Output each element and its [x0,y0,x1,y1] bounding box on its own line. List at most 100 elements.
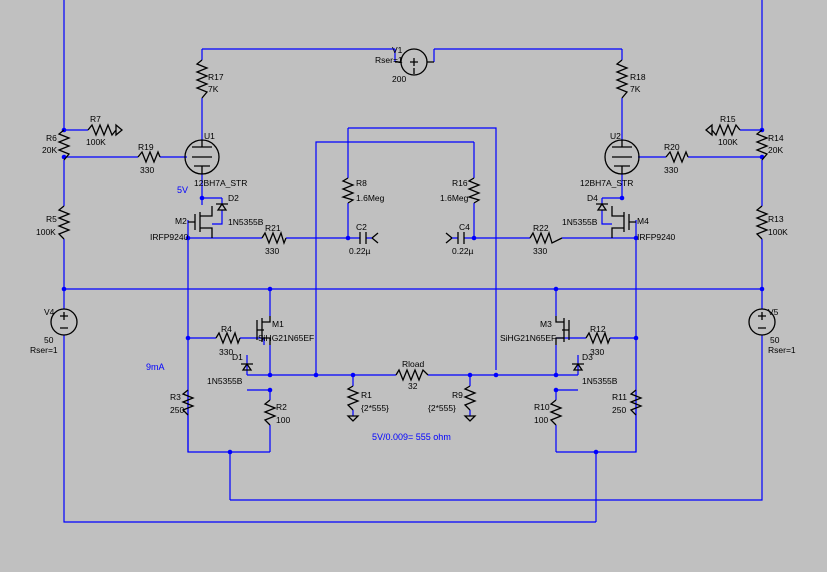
label-r2: R2 [276,402,287,412]
label-r10: R10 [534,402,550,412]
label-r4-val: 330 [219,347,233,357]
label-r10-val: 100 [534,415,548,425]
diode-d3 [572,362,584,371]
label-d4: D4 [587,193,598,203]
label-v1-val: 200 [392,74,406,84]
label-d1: D1 [232,352,243,362]
label-v4-val: 50 [44,335,54,345]
resistor-r19 [137,150,161,164]
label-u2: U2 [610,131,621,141]
label-m1: M1 [272,319,284,329]
label-r6: R6 [46,133,57,143]
label-r2-val: 100 [276,415,290,425]
wires [63,0,763,523]
label-r14-val: 20K [768,145,783,155]
label-c4-val: 0.22µ [452,246,474,256]
label-rload-val: 32 [408,381,418,391]
label-m4: M4 [637,216,649,226]
tube-u2 [604,139,640,175]
resistor-r13 [755,205,769,240]
resistor-r18 [615,59,629,99]
label-r5-val: 100K [36,227,56,237]
mosfet-m4 [611,206,636,238]
label-r11: R11 [612,392,627,402]
capacitor-c4 [445,232,465,244]
label-v1: V1 [392,45,403,55]
label-r7: R7 [90,114,101,124]
label-m3-model: SiHG21N65EF [500,333,556,343]
note-5v: 5V [177,185,188,195]
resistor-r5 [57,205,71,240]
label-r13: R13 [768,214,784,224]
label-c2: C2 [356,222,367,232]
label-d3: D3 [582,352,593,362]
resistor-r14 [755,129,769,161]
label-c2-val: 0.22µ [349,246,371,256]
resistor-r9 [463,385,477,422]
annotations: 5V 9mA 5V/0.009= 555 ohm [146,185,451,442]
label-r14: R14 [768,133,784,143]
resistor-r7 [87,123,124,137]
label-r16-val: 1.6Meg [440,193,469,203]
label-r6-val: 20K [42,145,57,155]
label-r20-val: 330 [664,165,678,175]
label-r7-val: 100K [86,137,106,147]
resistor-r21 [261,231,287,245]
resistor-r11 [629,389,643,416]
resistor-r1 [346,385,360,422]
diode-d2 [216,202,228,211]
label-r18-val: 7K [630,84,641,94]
label-r3: R3 [170,392,181,402]
tube-u1 [184,139,220,175]
label-m1-model: SiHG21N65EF [258,333,314,343]
label-m3: M3 [540,319,552,329]
resistor-r2 [263,399,277,426]
label-v1-rser: Rser=1 [375,55,403,65]
resistor-r15 [704,123,741,137]
label-r16: R16 [452,178,468,188]
label-r12: R12 [590,324,606,334]
label-d2-model: 1N5355B [228,217,264,227]
label-r3-val: 250 [170,405,184,415]
label-d4-model: 1N5355B [562,217,598,227]
label-r21-val: 330 [265,246,279,256]
label-r19: R19 [138,142,154,152]
label-r22: R22 [533,223,549,233]
label-u1-model: 12BH7A_STR [194,178,247,188]
resistor-r12 [585,331,611,345]
label-v4: V4 [44,307,55,317]
label-d3-model: 1N5355B [582,376,618,386]
resistor-r17 [195,59,209,99]
resistor-rload [395,368,429,382]
label-r9-val: {2*555} [428,403,456,413]
label-r4: R4 [221,324,232,334]
resistor-r8 [341,177,355,204]
label-v5-rser: Rser=1 [768,345,796,355]
label-r18: R18 [630,72,646,82]
mosfet-m1 [256,316,271,345]
voltage-source-v4 [50,308,78,336]
label-r15: R15 [720,114,736,124]
label-r20: R20 [664,142,680,152]
diode-d1 [241,362,253,371]
label-r15-val: 100K [718,137,738,147]
voltage-source-v1 [395,48,434,76]
label-r19-val: 330 [140,165,154,175]
mosfet-m2 [188,206,213,238]
note-9ma: 9mA [146,362,165,372]
resistor-r10 [549,399,563,426]
capacitor-c2 [359,232,379,244]
label-r1: R1 [361,390,372,400]
label-rload: Rload [402,359,424,369]
label-m2: M2 [175,216,187,226]
label-v5: V5 [768,307,779,317]
label-v5-val: 50 [770,335,780,345]
component-labels: V1 Rser=1 200 R17 7K R18 7K R7 100K R15 … [30,45,796,425]
resistor-r20 [665,150,689,164]
label-d1-model: 1N5355B [207,376,243,386]
resistor-r22 [529,231,563,245]
label-u2-model: 12BH7A_STR [580,178,633,188]
diode-d4 [596,202,608,211]
label-v4-rser: Rser=1 [30,345,58,355]
